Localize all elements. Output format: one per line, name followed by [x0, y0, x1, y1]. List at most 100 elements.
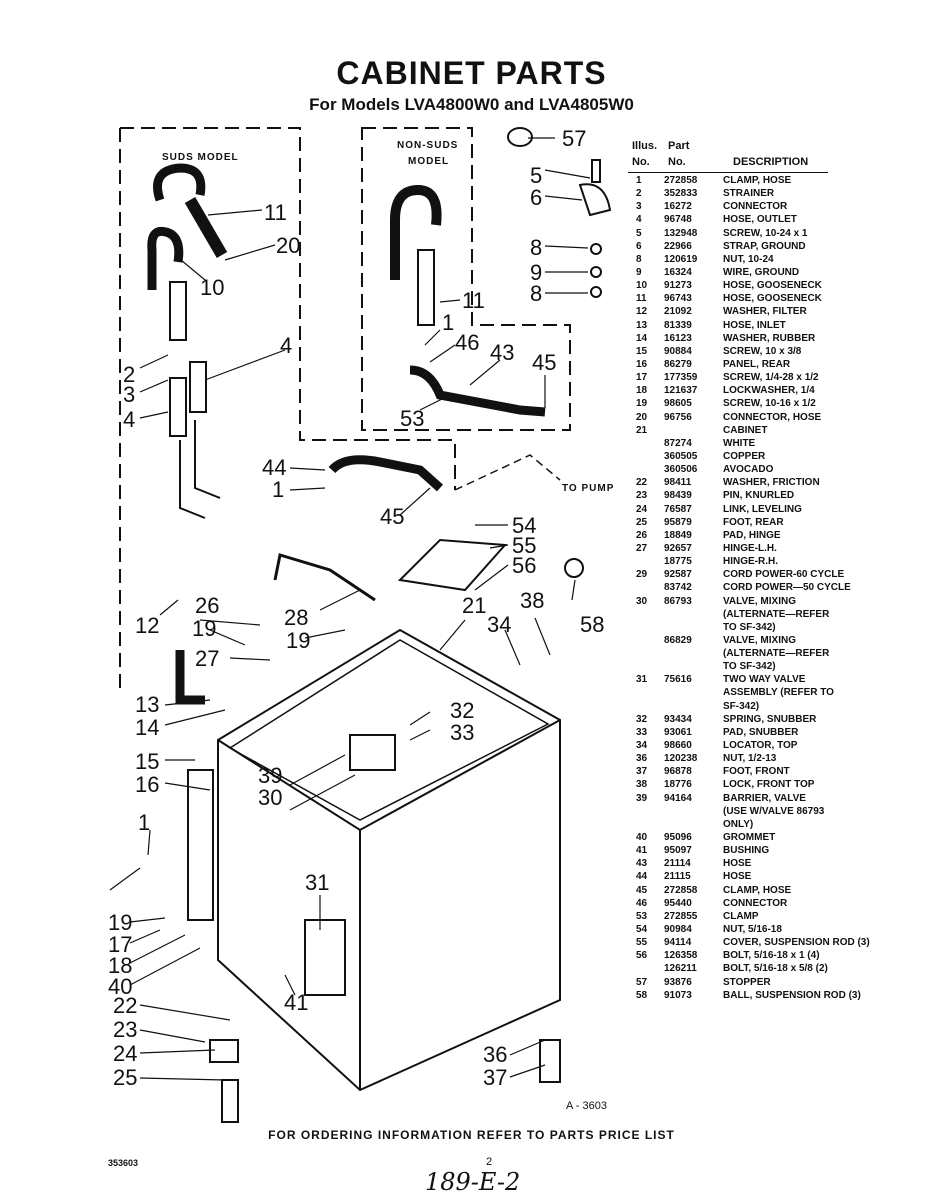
part-number: 98660 — [664, 740, 692, 752]
part-description: HOSE — [723, 858, 752, 870]
parts-row: 25 95879 FOOT, REAR — [628, 516, 928, 529]
part-illus-no: 3 — [636, 201, 642, 213]
part-description: COVER, SUSPENSION ROD (3) — [723, 937, 870, 949]
part-number: 95097 — [664, 845, 692, 857]
part-description: HOSE — [723, 871, 752, 883]
drawing-number: A - 3603 — [566, 1100, 607, 1112]
parts-list-header: Illus. Part No. No. DESCRIPTION — [628, 140, 928, 174]
to-pump-label: TO PUMP — [562, 483, 614, 494]
part-description: AVOCADO — [723, 464, 774, 476]
part-description: SCREW, 1/4-28 x 1/2 — [723, 372, 819, 384]
part-description: SCREW, 10-24 x 1 — [723, 227, 808, 239]
callout: 32 — [450, 698, 474, 723]
parts-row: SF-342) — [628, 700, 928, 713]
part-illus-no: 57 — [636, 976, 648, 988]
part-number: 86829 — [664, 634, 692, 646]
part-description: LINK, LEVELING — [723, 503, 802, 515]
callout: 41 — [284, 990, 308, 1015]
part-description: SCREW, 10-16 x 1/2 — [723, 398, 816, 410]
part-description: WASHER, RUBBER — [723, 332, 816, 344]
part-illus-no: 26 — [636, 529, 648, 541]
part-number: 94164 — [664, 792, 692, 804]
part-description: CLAMP, HOSE — [723, 175, 792, 186]
hose-44 — [328, 455, 444, 492]
part-number: 21115 — [664, 871, 691, 883]
callout: 1 — [138, 810, 150, 835]
part-description: (ALTERNATE—REFER — [723, 648, 830, 660]
part-description: FOOT, REAR — [723, 516, 784, 528]
callout: 43 — [490, 340, 514, 365]
part-number: 272855 — [664, 910, 698, 922]
part-illus-no: 25 — [636, 516, 648, 528]
part-illus-no: 33 — [636, 726, 648, 738]
page-title: CABINET PARTS — [336, 55, 607, 91]
callout: 19 — [286, 628, 310, 653]
suds-model-box — [120, 127, 456, 490]
hose-43 — [409, 365, 546, 417]
non-suds-label-2: MODEL — [408, 156, 449, 167]
parts-row: 86829 VALVE, MIXING — [628, 634, 928, 647]
part-illus-no: 13 — [636, 319, 648, 331]
callout: 16 — [135, 772, 159, 797]
part-description: LOCK, FRONT TOP — [723, 779, 815, 791]
callout: 19 — [108, 910, 132, 935]
part-number: 18775 — [664, 556, 692, 568]
callout: 27 — [195, 646, 219, 671]
part-description: HINGE-R.H. — [723, 556, 778, 568]
non-suds-label-1: NON-SUDS — [397, 140, 458, 151]
part-illus-no: 32 — [636, 713, 648, 725]
part-number: 95879 — [664, 516, 692, 528]
part-number: 81339 — [664, 319, 692, 331]
part-illus-no: 21 — [636, 424, 648, 436]
rear-foot-25 — [221, 1079, 239, 1123]
callout: 3 — [123, 382, 135, 407]
part-illus-no: 14 — [636, 332, 648, 344]
part-number: 18849 — [664, 529, 692, 541]
part-number: 93434 — [664, 713, 692, 725]
part-illus-no: 58 — [636, 989, 648, 1001]
part-illus-no: 46 — [636, 897, 648, 909]
part-description: PAD, SNUBBER — [723, 726, 799, 738]
part-illus-no: 11 — [636, 293, 647, 305]
part-description: CORD POWER-60 CYCLE — [723, 569, 845, 581]
ball-58 — [564, 558, 584, 578]
part-number: 360505 — [664, 450, 698, 462]
part-number: 93061 — [664, 726, 692, 738]
part-illus-no: 36 — [636, 753, 648, 765]
header-illus-no: No. — [632, 156, 650, 168]
part-illus-no: 1 — [636, 175, 642, 186]
part-number: 120238 — [664, 753, 698, 765]
callout: 34 — [487, 612, 511, 637]
part-number: 360506 — [664, 464, 698, 476]
callout: 36 — [483, 1042, 507, 1067]
part-description: WASHER, FRICTION — [723, 477, 820, 489]
part-number: 92587 — [664, 569, 692, 581]
part-description: VALVE, MIXING — [723, 634, 796, 646]
part-number: 121637 — [664, 385, 698, 397]
part-illus-no: 44 — [636, 871, 648, 883]
callout: 58 — [580, 612, 604, 637]
part-description: TO SF-342) — [723, 661, 776, 673]
part-illus-no: 45 — [636, 884, 648, 896]
callout: 37 — [483, 1065, 507, 1090]
part-description: CONNECTOR — [723, 897, 788, 909]
